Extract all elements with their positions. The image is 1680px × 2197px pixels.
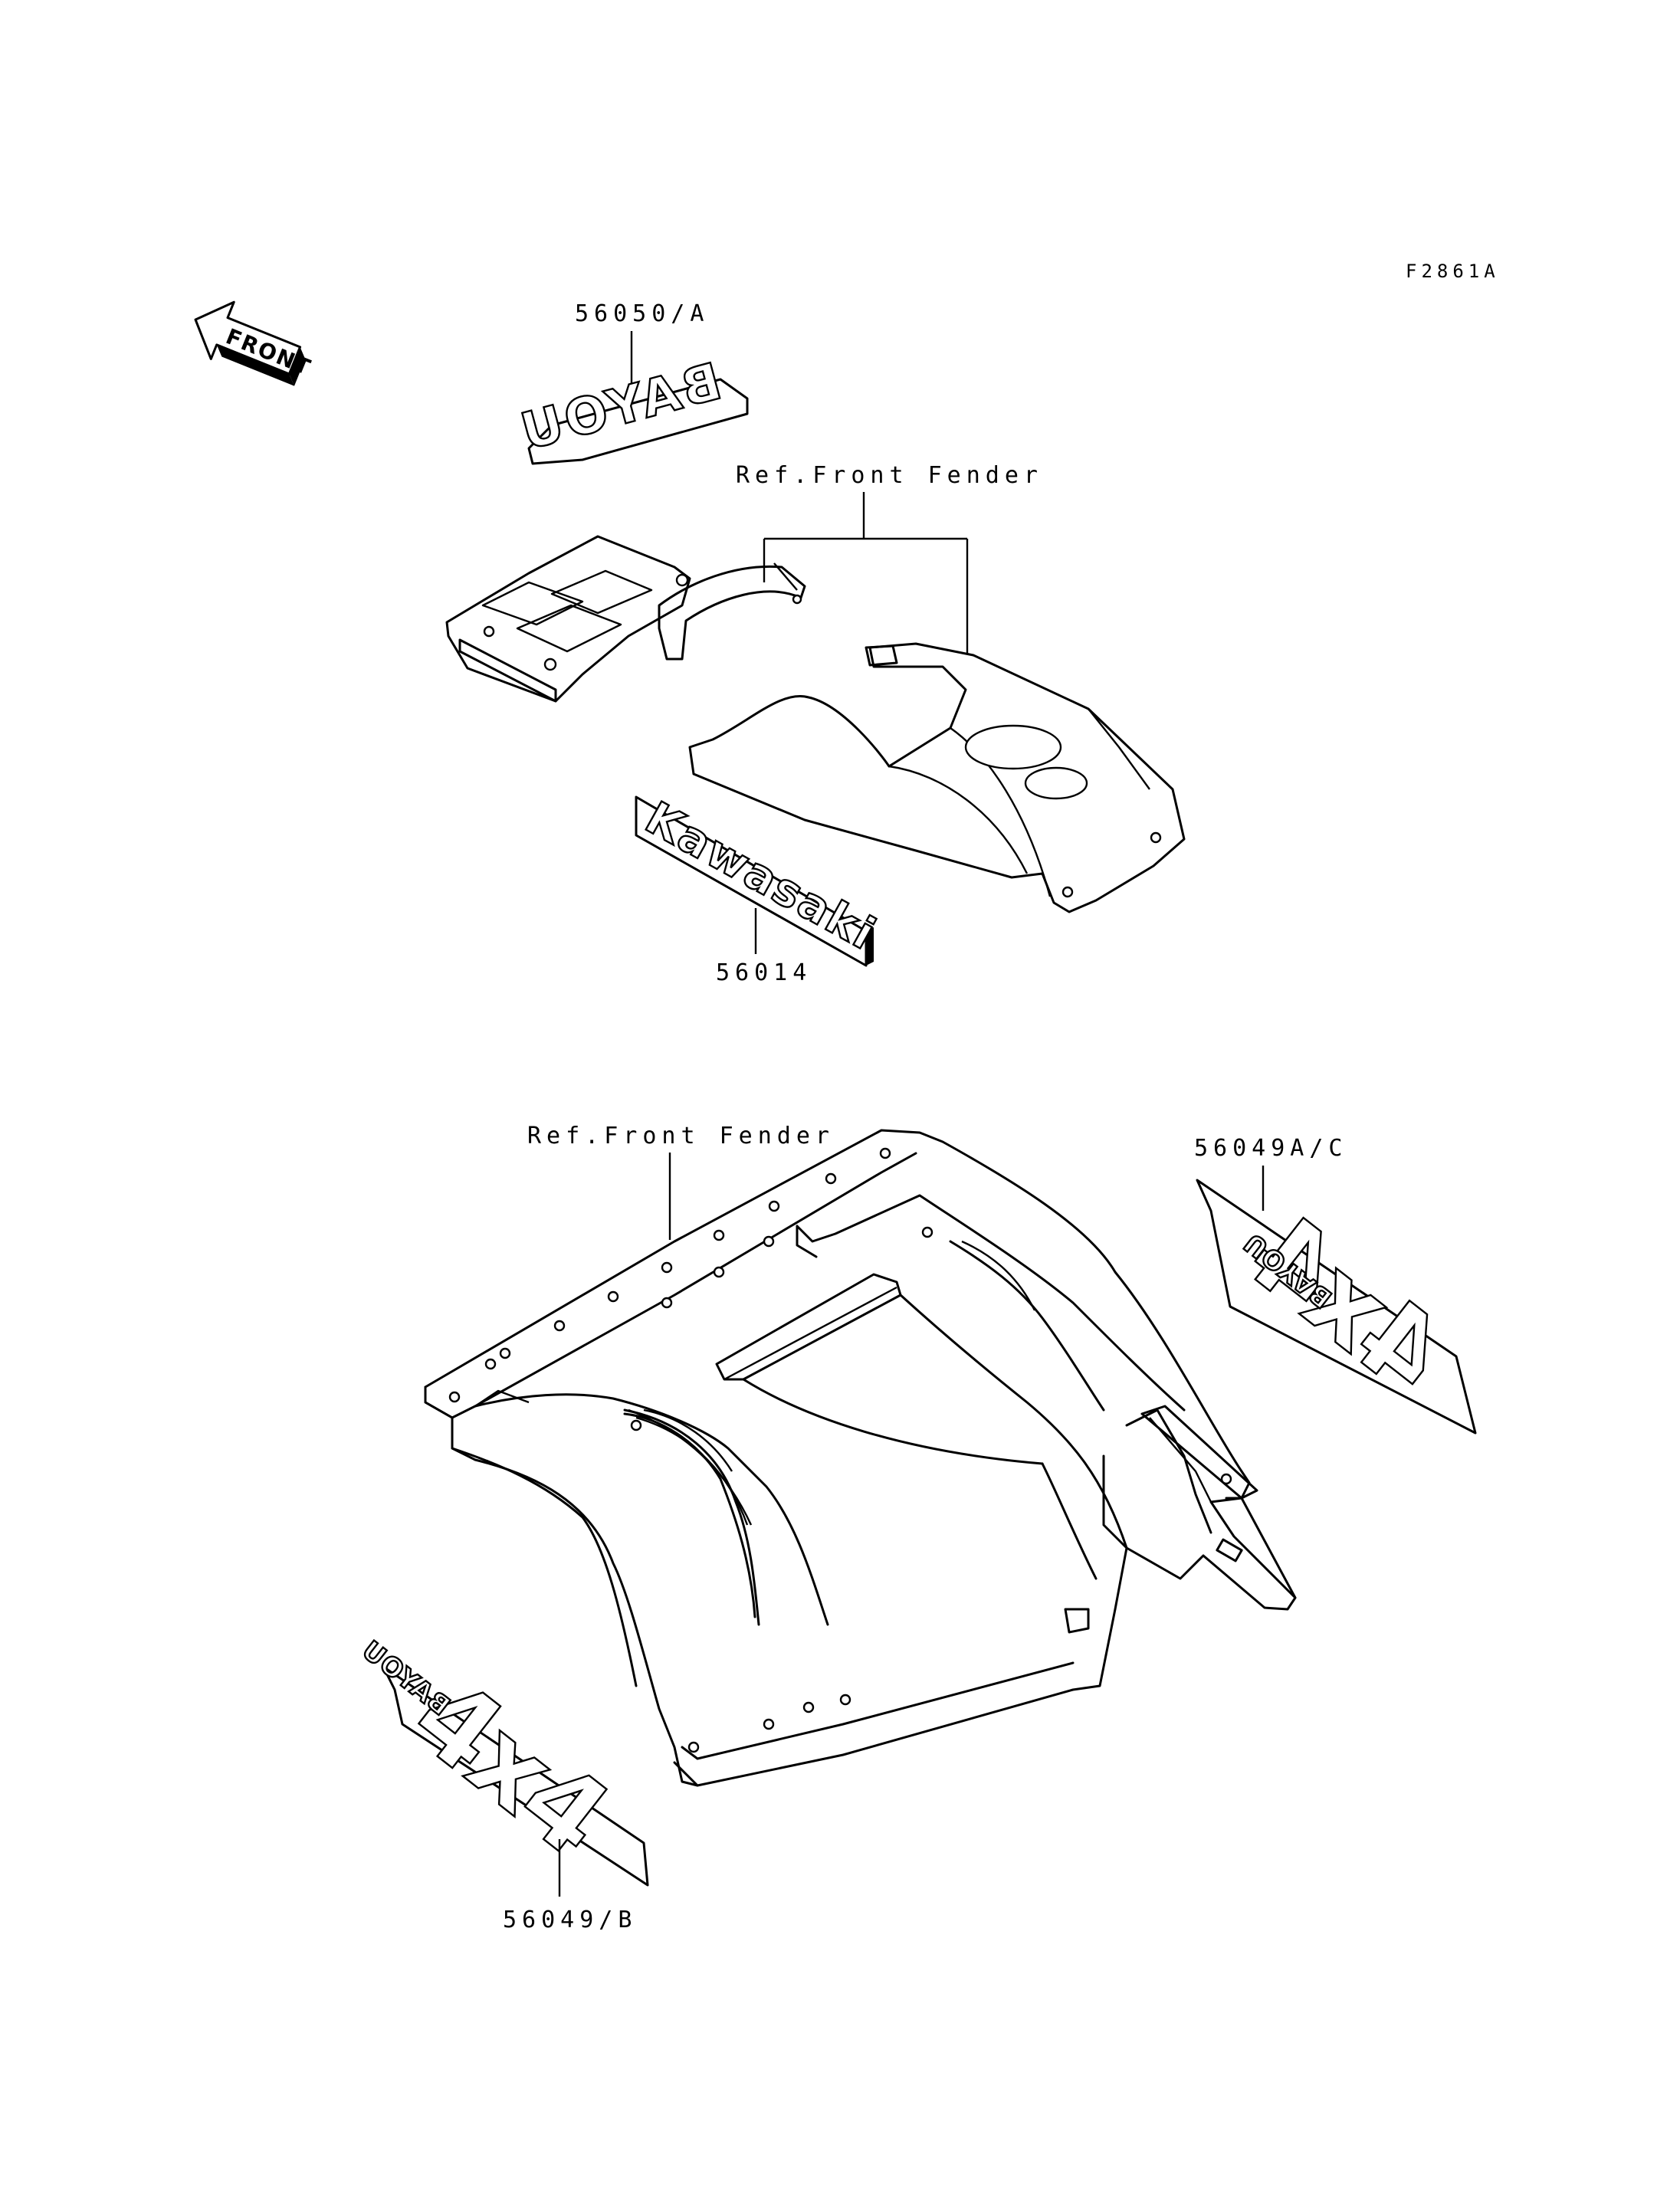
decal-4x4-left: 4x4 BAYOU: [355, 1634, 649, 1887]
callout-56049ac: 56049A/C: [1194, 1135, 1348, 1162]
ref-front-fender-label-bottom: Ref.Front Fender: [527, 1123, 835, 1149]
figure-code: F2861A: [1406, 261, 1500, 282]
callout-56049b: 56049/B: [503, 1907, 637, 1933]
leader-ref-front-fender-top: [763, 492, 969, 654]
bayou-decal: BAYOU: [511, 351, 749, 465]
callout-56014: 56014: [716, 959, 812, 986]
callout-56050a: 56050/A: [575, 300, 709, 327]
decal-4x4-right: 4x4 BAYOU: [1196, 1179, 1477, 1435]
rear-fender-lower: [424, 1129, 1297, 1787]
front-fender-upper: [688, 642, 1186, 913]
front-arrow-icon: FRONT: [194, 300, 315, 386]
front-rack-panel: [445, 535, 806, 703]
ref-front-fender-label-top: Ref.Front Fender: [736, 462, 1043, 489]
